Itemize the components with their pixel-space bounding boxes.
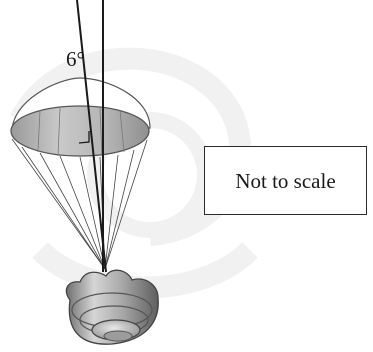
suspension-lines xyxy=(11,138,148,270)
payload-capsule xyxy=(65,269,159,345)
right-angle-marker xyxy=(78,131,90,144)
not-to-scale-box: Not to scale xyxy=(204,146,367,215)
tilted-axis-line xyxy=(76,0,107,273)
parachute-canopy xyxy=(10,77,151,157)
not-to-scale-label: Not to scale xyxy=(235,169,336,193)
angle-label: 6° xyxy=(66,47,85,71)
